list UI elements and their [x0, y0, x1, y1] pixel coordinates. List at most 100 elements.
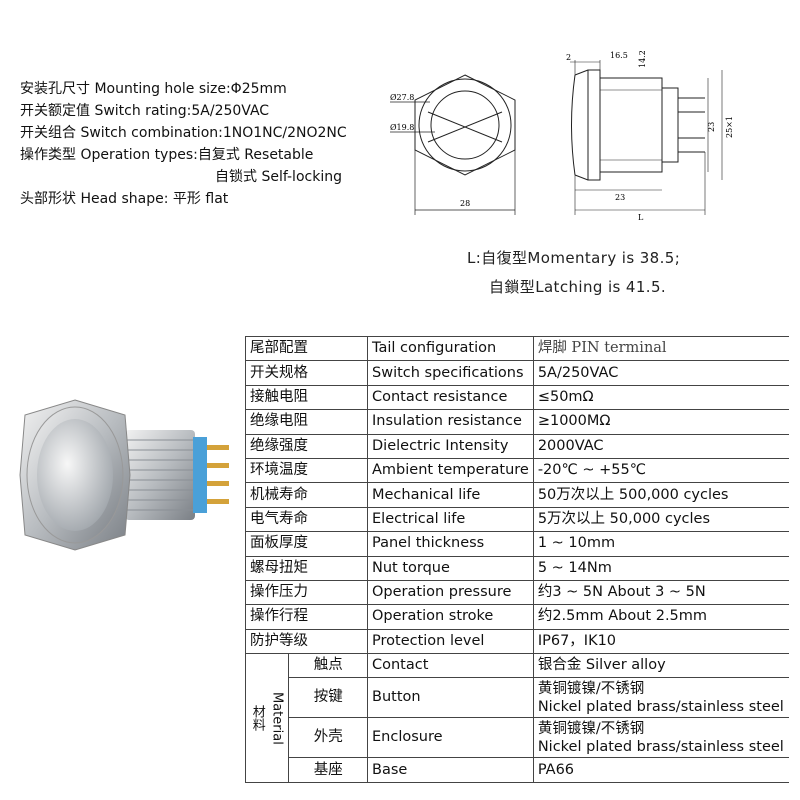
row-en: Operation stroke — [367, 604, 534, 630]
row-cn: 机械寿命 — [245, 482, 368, 508]
table-row: 外壳 Enclosure 黄铜镀镍/不锈钢 Nickel plated bras… — [246, 717, 789, 759]
dim-23-bottom: 23 — [615, 193, 625, 202]
row-value: -20℃ ~ +55℃ — [532, 457, 789, 484]
pin-photo-3 — [207, 481, 229, 486]
row-en: Protection level — [367, 628, 534, 655]
dim-23-side: 23 — [707, 122, 716, 132]
row-value: 1 ~ 10mm — [532, 531, 789, 557]
row-en: Dielectric Intensity — [367, 433, 534, 459]
table-row: 绝缘强度 Dielectric Intensity 2000VAC — [245, 433, 789, 459]
switch-combination: 开关组合 Switch combination:1NO1NC/2NO2NC — [20, 125, 347, 141]
material-label-en: Material — [269, 691, 285, 745]
row-en: Contact — [367, 653, 534, 679]
row-en: Base — [367, 757, 534, 783]
dim-25x1: 25×1 — [725, 116, 734, 138]
row-value: 焊脚 PIN terminal — [532, 335, 789, 362]
table-row: 材料 Material 触点 Contact 银合金 Silver alloy — [244, 653, 789, 783]
row-cn: 操作行程 — [245, 604, 368, 630]
row-en: Insulation resistance — [367, 409, 534, 435]
row-value: PA66 — [532, 757, 789, 783]
value-line-en: Nickel plated brass/stainless steel — [537, 698, 784, 715]
row-en: Panel thickness — [367, 531, 534, 557]
table-row: 操作行程 Operation stroke 约2.5mm About 2.5mm — [245, 604, 789, 630]
row-cn: 防护等级 — [245, 628, 368, 655]
latching-length-note: 自鎖型Latching is 41.5. — [489, 278, 667, 296]
dim-outer-diameter: Ø27.8 — [390, 93, 414, 102]
table-row: 面板厚度 Panel thickness 1 ~ 10mm — [245, 531, 789, 557]
row-en: Mechanical life — [367, 482, 534, 508]
blue-base-photo — [193, 437, 207, 513]
operation-types: 操作类型 Operation types:自复式 Resetable — [20, 147, 314, 163]
momentary-length-note: L:自復型Momentary is 38.5; — [467, 249, 681, 267]
row-value: 5万次以上 50,000 cycles — [532, 506, 789, 533]
table-row: 绝缘电阻 Insulation resistance ≥1000MΩ — [245, 409, 789, 435]
dim-inner-diameter: Ø19.8 — [390, 123, 414, 132]
value-line-cn: 黄铜镀镍/不锈钢 — [537, 720, 645, 737]
dim-L: L — [638, 213, 644, 222]
base — [661, 87, 679, 163]
material-group-label: 材料 Material — [244, 653, 290, 783]
row-value: ≥1000MΩ — [532, 409, 789, 435]
table-row: 螺母扭矩 Nut torque 5 ~ 14Nm — [245, 555, 789, 581]
row-en: Button — [367, 677, 534, 719]
row-en: Nut torque — [367, 555, 534, 581]
row-cn: 触点 — [288, 653, 368, 679]
row-value: 5A/250VAC — [532, 360, 789, 386]
row-en: Electrical life — [367, 506, 534, 533]
row-value: 黄铜镀镍/不锈钢 Nickel plated brass/stainless s… — [532, 717, 789, 759]
table-row: 电气寿命 Electrical life 5万次以上 50,000 cycles — [245, 506, 789, 533]
row-en: Switch specifications — [367, 360, 534, 386]
head-face — [571, 74, 576, 176]
pin-photo-4 — [207, 499, 229, 504]
spec-table: 尾部配置 Tail configuration 焊脚 PIN terminal … — [244, 335, 789, 783]
dim-2: 2 — [566, 53, 571, 62]
row-value: 银合金 Silver alloy — [532, 653, 789, 679]
flange — [587, 69, 601, 181]
dim-hex-width: 28 — [460, 199, 470, 208]
row-cn: 操作压力 — [245, 579, 368, 606]
row-en: Operation pressure — [367, 579, 534, 606]
row-cn: 螺母扭矩 — [245, 555, 368, 581]
dimension-drawings: Ø27.8 Ø19.8 28 2 16.5 14.2 23 25×1 23 L — [390, 50, 734, 222]
row-value: 约3 ~ 5N About 3 ~ 5N — [532, 579, 789, 606]
button-face-photo — [37, 419, 113, 531]
value-line-cn: 黄铜镀镍/不锈钢 — [537, 680, 645, 697]
row-cn: 开关规格 — [245, 360, 368, 386]
row-en: Tail configuration — [367, 335, 534, 362]
table-row: 环境温度 Ambient temperature -20℃ ~ +55℃ — [245, 457, 789, 484]
threaded-body-photo — [125, 430, 195, 520]
table-row: 接触电阻 Contact resistance ≤50mΩ — [245, 384, 789, 411]
pin-photo-2 — [207, 463, 229, 468]
mounting-hole-size: 安装孔尺寸 Mounting hole size:Φ25mm — [20, 81, 287, 97]
dim-16-5: 16.5 — [610, 51, 628, 60]
dim-14-2: 14.2 — [638, 50, 647, 68]
row-cn: 接触电阻 — [245, 384, 368, 411]
row-cn: 外壳 — [288, 717, 368, 759]
row-cn: 环境温度 — [245, 457, 368, 484]
head-shape: 头部形状 Head shape: 平形 flat — [20, 191, 229, 207]
row-en: Enclosure — [367, 717, 534, 759]
row-value: 约2.5mm About 2.5mm — [532, 604, 789, 630]
row-cn: 电气寿命 — [245, 506, 368, 533]
front-view-drawing — [390, 74, 516, 215]
table-row: 尾部配置 Tail configuration 焊脚 PIN terminal — [245, 335, 789, 362]
row-value: 5 ~ 14Nm — [532, 555, 789, 581]
row-cn: 绝缘强度 — [245, 433, 368, 459]
row-cn: 按键 — [288, 677, 368, 719]
row-cn: 尾部配置 — [245, 335, 368, 362]
row-cn: 面板厚度 — [245, 531, 368, 557]
operation-type-latching: 自锁式 Self-locking — [215, 169, 342, 185]
cross-line-2 — [427, 111, 503, 143]
table-row: 防护等级 Protection level IP67，IK10 — [245, 628, 789, 655]
table-row: 基座 Base PA66 — [246, 757, 789, 783]
table-row: 操作压力 Operation pressure 约3 ~ 5N About 3 … — [245, 579, 789, 606]
row-cn: 绝缘电阻 — [245, 409, 368, 435]
side-view-drawing — [570, 60, 723, 215]
row-value: 50万次以上 500,000 cycles — [532, 482, 789, 508]
row-value: IP67，IK10 — [532, 628, 789, 655]
row-en: Ambient temperature — [367, 457, 534, 484]
pin-photo-1 — [207, 445, 229, 450]
outer-circle — [418, 78, 512, 172]
hex-outline — [414, 74, 516, 176]
row-en: Contact resistance — [367, 384, 534, 411]
